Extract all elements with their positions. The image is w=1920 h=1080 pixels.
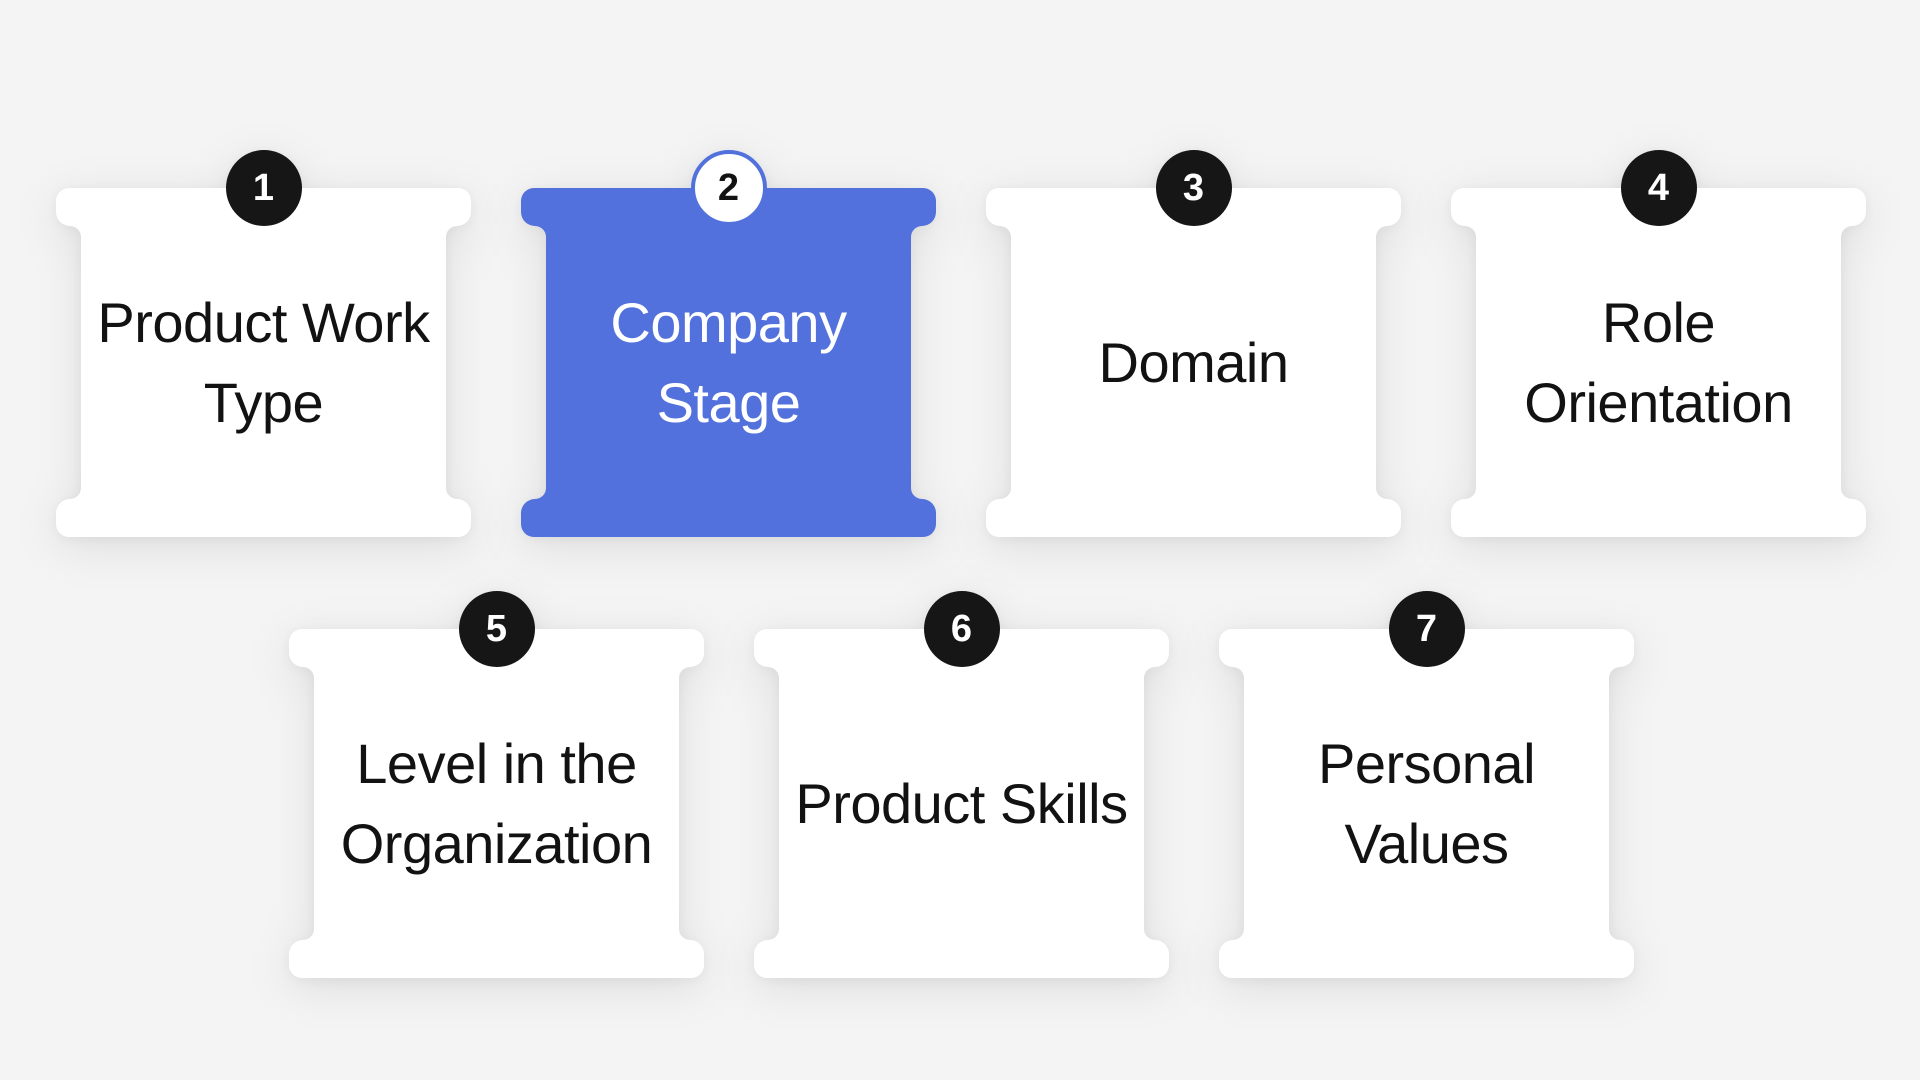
step-number-badge: 1 xyxy=(225,150,302,226)
category-card-6[interactable]: 6 Product Skills xyxy=(754,591,1169,978)
category-card-7[interactable]: 7 Personal Values xyxy=(1219,591,1634,978)
category-card-2[interactable]: 2 Company Stage xyxy=(521,150,936,537)
card-label: Product Work Type xyxy=(97,290,430,434)
spool-card-shape xyxy=(1219,629,1634,978)
spool-card-shape xyxy=(1451,188,1866,537)
spool-card-shape xyxy=(754,629,1169,978)
category-card-1[interactable]: 1 Product Work Type xyxy=(56,150,471,537)
card-label: Product Skills xyxy=(795,771,1128,835)
category-card-5[interactable]: 5 Level in the Organization xyxy=(289,591,704,978)
step-number-badge: 5 xyxy=(458,591,535,667)
step-number-badge: 4 xyxy=(1620,150,1697,226)
step-number-badge: 7 xyxy=(1388,591,1465,667)
spool-card-shape xyxy=(986,188,1401,537)
card-label: Company Stage xyxy=(610,290,847,434)
category-card-3[interactable]: 3 Domain xyxy=(986,150,1401,537)
step-number-badge: 2 xyxy=(690,150,767,226)
card-label: Role Orientation xyxy=(1524,290,1793,434)
spool-card-shape xyxy=(289,629,704,978)
card-label: Domain xyxy=(1098,330,1289,394)
spool-card-shape xyxy=(521,188,936,537)
step-number-badge: 3 xyxy=(1155,150,1232,226)
category-card-4[interactable]: 4 Role Orientation xyxy=(1451,150,1866,537)
step-number-badge: 6 xyxy=(923,591,1000,667)
card-label: Level in the Organization xyxy=(340,731,653,875)
spool-card-shape xyxy=(56,188,471,537)
card-label: Personal Values xyxy=(1317,731,1536,875)
